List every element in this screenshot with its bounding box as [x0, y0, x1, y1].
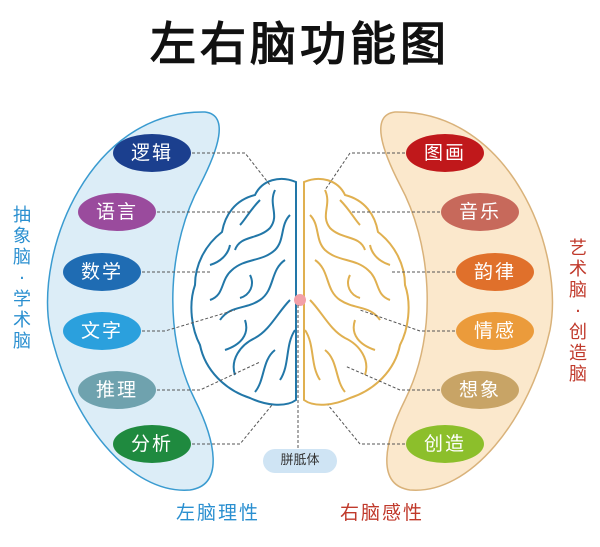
left-item-pill: 推理 [78, 371, 156, 409]
side-label-char: 艺 [569, 238, 587, 259]
side-label-char: 创 [569, 322, 587, 343]
side-label-char: 象 [13, 226, 31, 247]
side-label-char: 学 [13, 289, 31, 310]
left-bottom-label: 左脑理性 [176, 502, 261, 524]
side-label-char: 脑 [13, 331, 31, 352]
side-label-char: 造 [569, 343, 587, 364]
left-item-pill: 逻辑 [113, 134, 191, 172]
side-label-char: 脑 [569, 364, 587, 385]
side-label-char: 术 [569, 259, 587, 280]
side-label-char: 脑 [13, 247, 31, 268]
left-item-pill: 数学 [63, 253, 141, 291]
left-hemisphere [190, 177, 297, 406]
side-label-char: · [19, 268, 25, 289]
page-title: 左右脑功能图 [150, 17, 450, 71]
right-bottom-label: 右脑感性 [340, 502, 425, 524]
side-label-char: 抽 [13, 205, 31, 226]
side-label-char: 脑 [569, 280, 587, 301]
side-label-char: 术 [13, 310, 31, 331]
right-item-pill: 创造 [406, 425, 484, 463]
left-item-pill: 文字 [63, 312, 141, 350]
right-item-pill: 想象 [441, 371, 519, 409]
right-item-pill: 音乐 [441, 193, 519, 231]
left-item-pill: 分析 [113, 425, 191, 463]
right-item-pill: 情感 [456, 312, 534, 350]
right-side-label: 艺术脑·创造脑 [567, 238, 589, 385]
right-item-pill: 图画 [406, 134, 484, 172]
corpus-callosum-label: 胼胝体 [263, 449, 337, 473]
left-side-label: 抽象脑·学术脑 [11, 205, 33, 352]
corpus-callosum-marker [294, 294, 306, 306]
left-item-pill: 语言 [78, 193, 156, 231]
right-hemisphere [303, 177, 410, 406]
right-item-pill: 韵律 [456, 253, 534, 291]
side-label-char: · [575, 301, 581, 322]
connector-lines [142, 152, 455, 450]
